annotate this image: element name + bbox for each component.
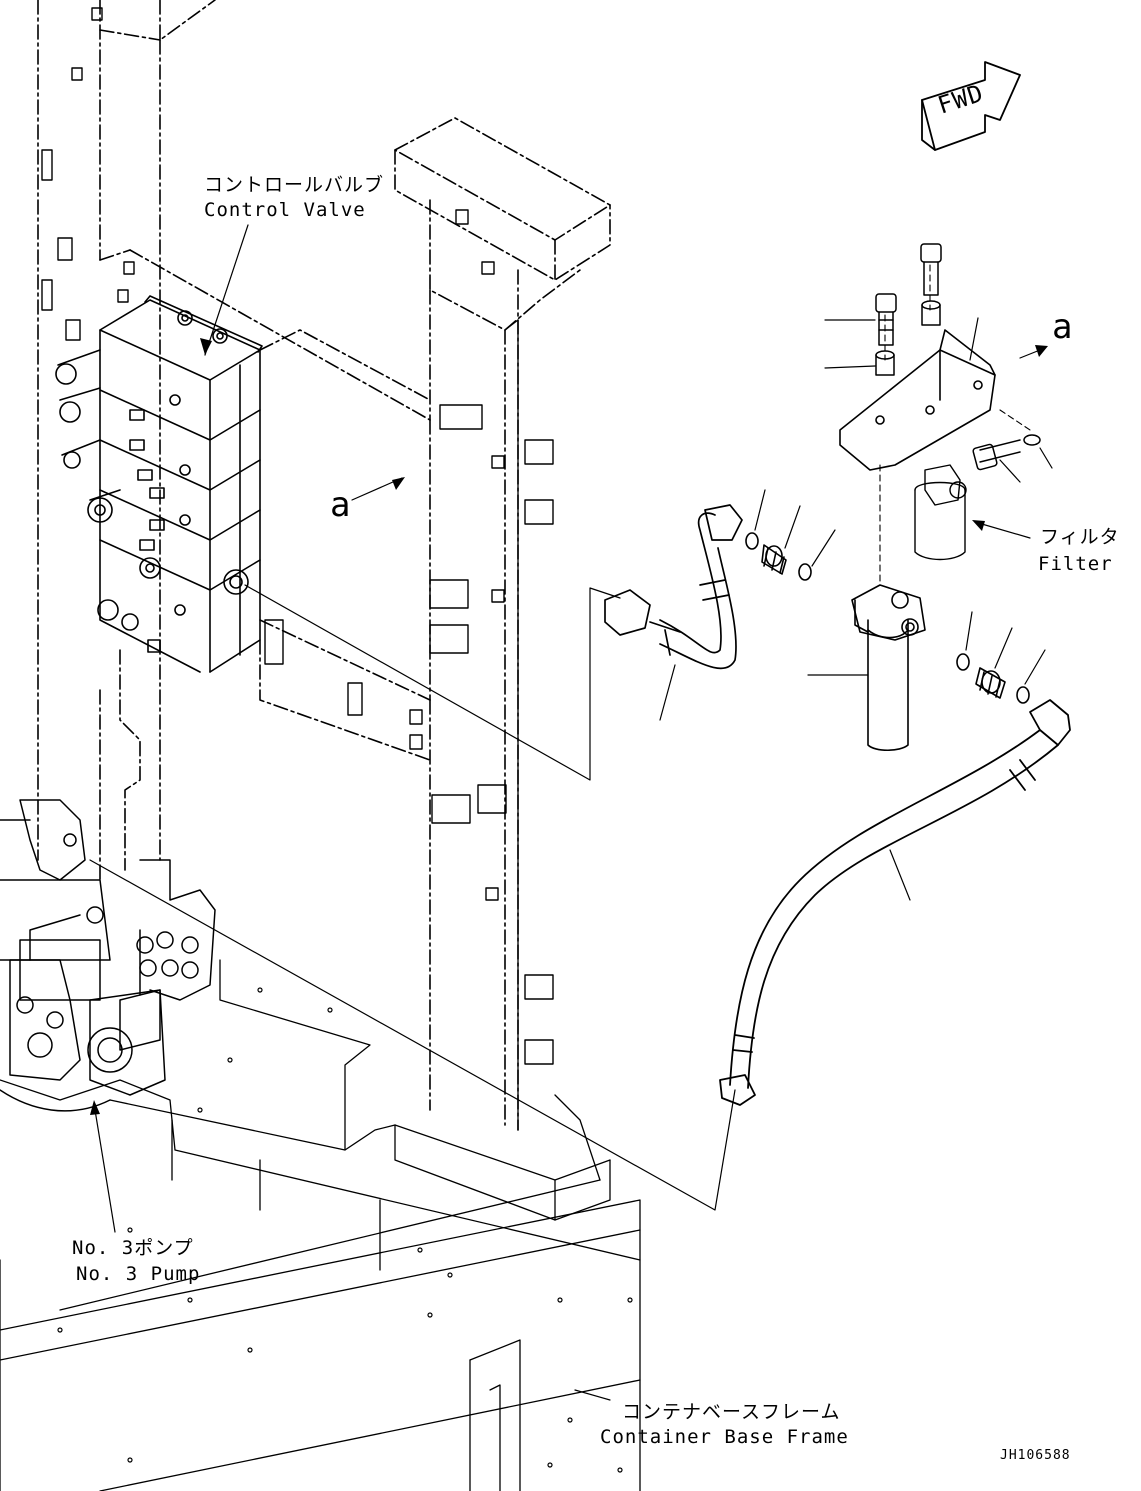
right-frame-post-solid: [394, 319, 611, 1221]
valve-support-bracket: [119, 249, 431, 871]
lower-adapter: [975, 667, 1006, 699]
filter-label-en: Filter: [1038, 553, 1113, 575]
right-frame-bolts: [264, 209, 554, 1065]
drawing-number: JH106588: [1000, 1448, 1071, 1463]
control-valve-label-en: Control Valve: [204, 199, 366, 221]
upper-hose: [604, 504, 743, 670]
filter-bracket: [839, 329, 996, 471]
dashed-assembly-lines: [879, 264, 1031, 586]
connection-lines: [89, 584, 736, 1211]
side-bolt: [972, 434, 1041, 471]
filter-housing: [851, 584, 926, 752]
view-marker-left: a: [330, 485, 351, 525]
base-frame-label-jp: コンテナベースフレーム: [622, 1401, 841, 1423]
leader-arrowheads: [90, 338, 1048, 1115]
o-rings-and-adapters: [745, 532, 1030, 704]
container-base-frame: [0, 959, 641, 1491]
filter-element: [914, 464, 967, 561]
fwd-arrow-icon: [921, 61, 1021, 151]
left-frame-bolts: [41, 7, 135, 341]
base-frame-label-en: Container Base Frame: [600, 1426, 849, 1448]
left-frame-post: [37, 0, 216, 881]
view-marker-right: a: [1052, 307, 1073, 347]
leader-lines: [94, 224, 1053, 1401]
lower-hose: [719, 699, 1071, 1106]
bracket-bolt-long: [875, 243, 942, 346]
base-frame-holes: [57, 987, 633, 1473]
control-valve: [55, 295, 263, 673]
upper-adapter: [761, 544, 787, 575]
filter-label-jp: フィルタ: [1040, 526, 1120, 548]
pump-label-jp: No. 3ポンプ: [72, 1237, 194, 1259]
right-frame-post: [394, 117, 611, 1131]
no3-pump: [0, 799, 216, 1112]
pump-label-en: No. 3 Pump: [76, 1263, 201, 1285]
control-valve-label-jp: コントロールバルブ: [204, 174, 385, 196]
